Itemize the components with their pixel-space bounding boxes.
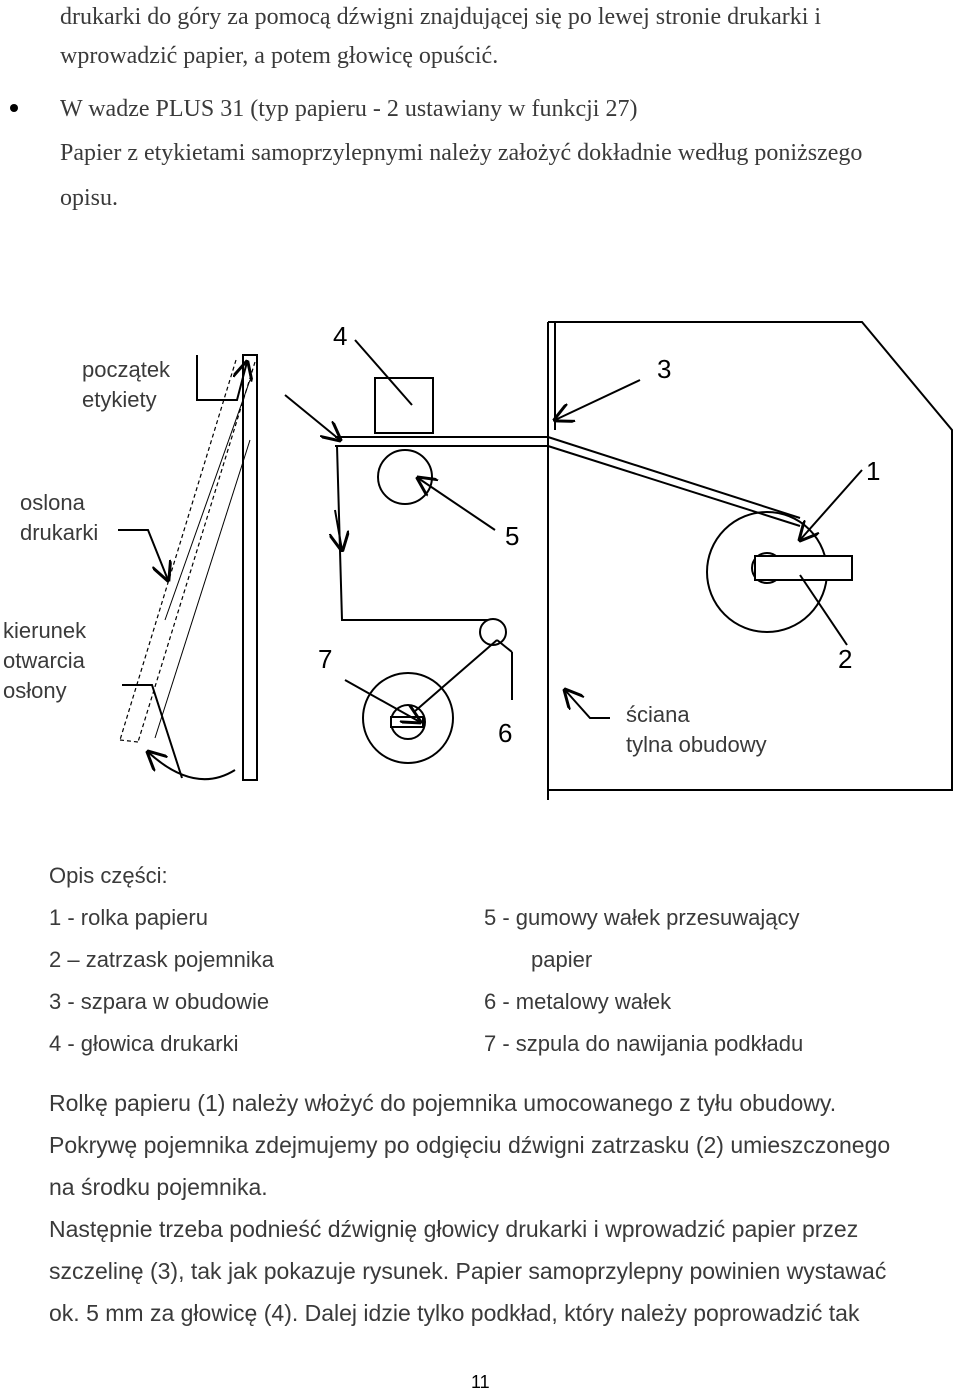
printer-cover: [119, 354, 258, 781]
paper-container: [548, 321, 953, 791]
label-start-1: początek: [82, 357, 171, 382]
body-line-4: Następnie trzeba podnieść dźwignię głowi…: [49, 1216, 859, 1242]
label-start-2: etykiety: [82, 387, 157, 412]
parts-left-3: 3 - szpara w obudowie: [49, 989, 270, 1014]
num-6: 6: [498, 718, 512, 748]
num-4: 4: [333, 321, 347, 351]
takeup-spool: [362, 672, 454, 764]
label-wall-2: tylna obudowy: [626, 732, 767, 757]
label-cover-2: drukarki: [20, 520, 98, 545]
backing-path: [336, 445, 488, 621]
body-line-3: na środku pojemnika.: [49, 1174, 268, 1200]
open-direction-arrow: [148, 752, 236, 781]
intro-line-1: drukarki do góry za pomocą dźwigni znajd…: [60, 4, 822, 30]
bullet-icon: [10, 104, 18, 112]
intro-line-4: opisu.: [60, 185, 119, 211]
printer-paper-path-diagram: początek etykiety oslona drukarki kierun…: [3, 321, 953, 800]
pointer-rear-wall: [565, 690, 610, 719]
parts-right-2: papier: [531, 947, 593, 972]
label-wall-1: ściana: [626, 702, 690, 727]
printer-head: [374, 377, 434, 434]
body-line-5: szczelinę (3), tak jak pokazuje rysunek.…: [49, 1258, 887, 1284]
parts-left-4: 4 - głowica drukarki: [49, 1031, 239, 1056]
num-2: 2: [838, 644, 852, 674]
parts-right-4: 7 - szpula do nawijania podkładu: [484, 1031, 804, 1056]
container-latch: [754, 555, 853, 581]
pointer-cover: [118, 529, 168, 580]
parts-right-1: 5 - gumowy wałek przesuwający: [484, 905, 800, 930]
parts-heading: Opis części:: [49, 863, 168, 888]
label-dir-1: kierunek: [3, 618, 87, 643]
metal-roller: [479, 618, 507, 646]
num-7: 7: [318, 644, 332, 674]
intro-bullet-line: W wadze PLUS 31 (typ papieru - 2 ustawia…: [60, 96, 638, 122]
num-5: 5: [505, 521, 519, 551]
intro-line-3: Papier z etykietami samoprzylepnymi nale…: [60, 140, 863, 166]
num-1: 1: [866, 456, 880, 486]
rubber-roller: [377, 449, 433, 505]
parts-left-1: 1 - rolka papieru: [49, 905, 208, 930]
label-dir-2: otwarcia: [3, 648, 86, 673]
num-3: 3: [657, 354, 671, 384]
body-line-1: Rolkę papieru (1) należy włożyć do pojem…: [49, 1090, 837, 1116]
parts-right-3: 6 - metalowy wałek: [484, 989, 672, 1014]
label-cover-1: oslona: [20, 490, 86, 515]
intro-line-2: wprowadzić papier, a potem głowicę opuśc…: [60, 43, 499, 69]
pointer-open-direction: [122, 684, 183, 779]
pointer-label-start: [196, 355, 247, 401]
page-number: 11: [471, 1372, 490, 1392]
body-line-2: Pokrywę pojemnika zdejmujemy po odgięciu…: [49, 1132, 891, 1158]
parts-left-2: 2 – zatrzask pojemnika: [49, 947, 274, 972]
body-line-6: ok. 5 mm za głowicę (4). Dalej idzie tyl…: [49, 1300, 860, 1326]
label-dir-3: osłony: [3, 678, 67, 703]
